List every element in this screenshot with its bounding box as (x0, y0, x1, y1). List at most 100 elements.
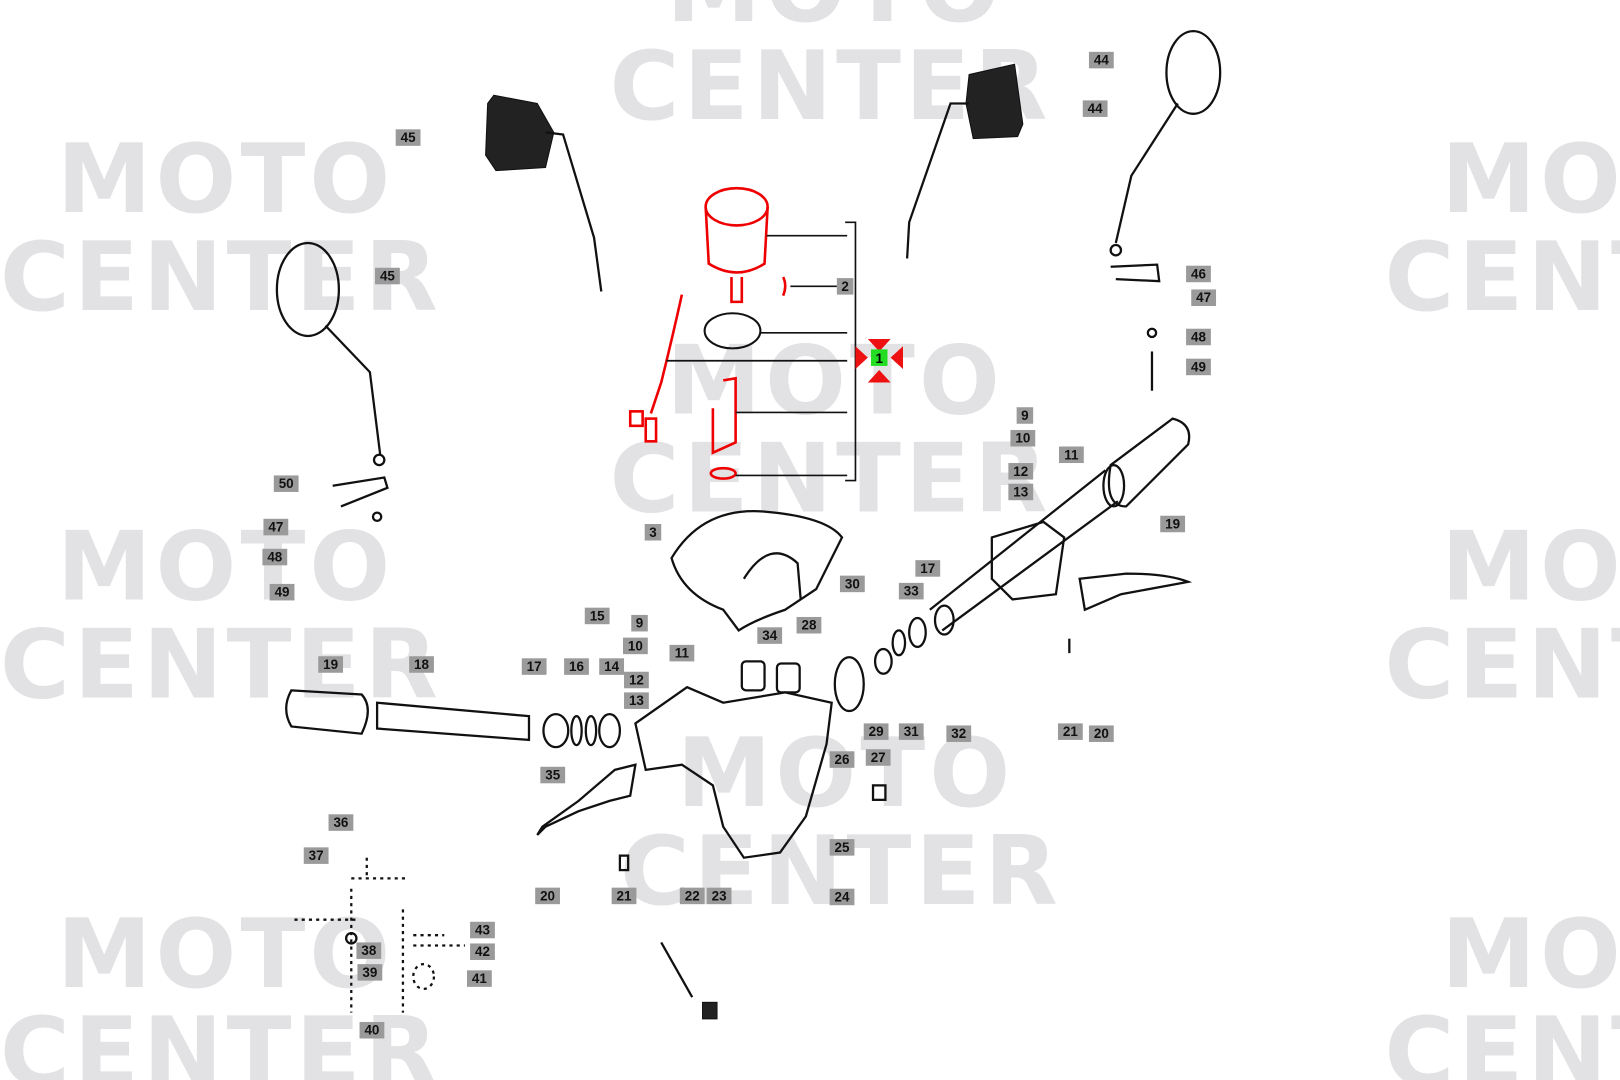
callout-10[interactable]: 10 (622, 637, 648, 655)
callout-25[interactable]: 25 (829, 839, 855, 856)
watermark-text: CENTER (620, 817, 1062, 927)
callout-50[interactable]: 50 (273, 475, 299, 492)
callout-35[interactable]: 35 (540, 766, 566, 784)
callout-17[interactable]: 17 (521, 658, 547, 675)
callout-44[interactable]: 44 (1088, 51, 1114, 69)
callout-13[interactable]: 13 (1008, 483, 1034, 501)
callout-box (540, 766, 566, 784)
callout-11[interactable]: 11 (1058, 446, 1084, 464)
left-brake-lever[interactable] (536, 763, 637, 872)
callout-43[interactable]: 43 (470, 921, 495, 939)
callout-box (269, 583, 295, 601)
callout-22[interactable]: 22 (679, 887, 705, 905)
callout-number: 42 (475, 944, 490, 959)
callout-2[interactable]: 2 (836, 278, 854, 295)
light-switch-parts[interactable] (294, 857, 465, 1013)
callout-box (624, 671, 649, 689)
callout-15[interactable]: 15 (584, 607, 610, 625)
mirror-right-round[interactable] (1109, 30, 1222, 391)
callout-10[interactable]: 10 (1010, 429, 1036, 447)
callout-21[interactable]: 21 (1057, 723, 1083, 740)
callout-number: 33 (904, 584, 919, 599)
cable-pin[interactable] (660, 941, 718, 1020)
callout-12[interactable]: 12 (1008, 463, 1034, 480)
speedometer-assembly-highlighted[interactable]: 1 (628, 186, 903, 482)
callout-19[interactable]: 19 (1160, 515, 1186, 533)
callout-34[interactable]: 34 (757, 627, 783, 644)
callout-box (1010, 429, 1036, 447)
callout-31[interactable]: 31 (898, 723, 924, 740)
callout-47[interactable]: 47 (1191, 289, 1217, 306)
mirror-left-round[interactable] (275, 241, 389, 523)
callout-36[interactable]: 36 (328, 814, 354, 831)
callout-number: 18 (414, 657, 429, 672)
callout-27[interactable]: 27 (865, 749, 891, 766)
callout-41[interactable]: 41 (466, 970, 492, 987)
callout-box (1160, 515, 1186, 533)
watermark-text: CENTER (1384, 223, 1620, 333)
callout-box (356, 942, 382, 959)
callout-26[interactable]: 26 (829, 751, 855, 768)
callout-box (611, 887, 637, 905)
callout-number: 14 (604, 659, 619, 674)
callout-box (262, 548, 288, 566)
callout-box (1057, 723, 1083, 740)
callout-1-label[interactable]: 1 (875, 351, 883, 366)
mirror-left-rectangular[interactable] (485, 94, 603, 292)
callout-box (669, 644, 695, 662)
left-grip[interactable] (285, 689, 622, 749)
callout-14[interactable]: 14 (599, 658, 625, 675)
callout-49[interactable]: 49 (269, 583, 295, 601)
callout-9[interactable]: 9 (631, 614, 648, 632)
callout-12[interactable]: 12 (624, 671, 649, 689)
callout-18[interactable]: 18 (409, 656, 434, 673)
callout-39[interactable]: 39 (357, 964, 383, 981)
callout-49[interactable]: 49 (1186, 358, 1211, 376)
callout-box (584, 607, 610, 625)
callout-number: 46 (1191, 266, 1206, 281)
callout-30[interactable]: 30 (839, 575, 865, 593)
callout-box (622, 637, 648, 655)
callout-29[interactable]: 29 (863, 723, 889, 740)
callout-40[interactable]: 40 (359, 1021, 385, 1039)
callout-20[interactable]: 20 (1088, 725, 1114, 742)
callout-33[interactable]: 33 (898, 582, 924, 600)
callout-42[interactable]: 42 (470, 943, 495, 960)
mirror-right-rectangular[interactable] (905, 63, 1024, 259)
callout-45[interactable]: 45 (395, 129, 421, 146)
callout-21[interactable]: 21 (611, 887, 637, 905)
callout-44[interactable]: 44 (1082, 100, 1108, 117)
callout-16[interactable]: 16 (564, 658, 589, 675)
callout-17[interactable]: 17 (915, 560, 941, 577)
callout-box (829, 751, 855, 768)
watermark-text: CENTER (0, 223, 442, 333)
watermark-text: MOTO (57, 512, 395, 622)
callout-45[interactable]: 45 (375, 267, 400, 285)
callout-38[interactable]: 38 (356, 942, 382, 959)
callout-11[interactable]: 11 (669, 644, 695, 662)
callout-32[interactable]: 32 (946, 725, 972, 742)
callout-23[interactable]: 23 (706, 887, 732, 905)
callout-46[interactable]: 46 (1186, 265, 1211, 283)
callout-box (1008, 463, 1034, 480)
callout-24[interactable]: 24 (829, 888, 855, 906)
headset-top-cover[interactable] (670, 509, 844, 632)
callout-20[interactable]: 20 (535, 887, 560, 905)
callout-47[interactable]: 47 (263, 518, 289, 536)
callout-box (915, 560, 941, 577)
callout-9[interactable]: 9 (1016, 407, 1034, 424)
callout-48[interactable]: 48 (1186, 328, 1211, 346)
callout-box (1088, 725, 1114, 742)
callout-3[interactable]: 3 (644, 523, 662, 541)
callout-28[interactable]: 28 (796, 616, 822, 634)
right-grip[interactable] (873, 417, 1193, 675)
callout-48[interactable]: 48 (262, 548, 288, 566)
callout-number: 32 (951, 726, 966, 741)
handlebar-body[interactable] (634, 656, 887, 859)
callout-37[interactable]: 37 (303, 847, 329, 864)
callout-19[interactable]: 19 (318, 656, 344, 673)
callout-box (263, 518, 289, 536)
callout-13[interactable]: 13 (624, 692, 649, 709)
callout-box (359, 1021, 385, 1039)
